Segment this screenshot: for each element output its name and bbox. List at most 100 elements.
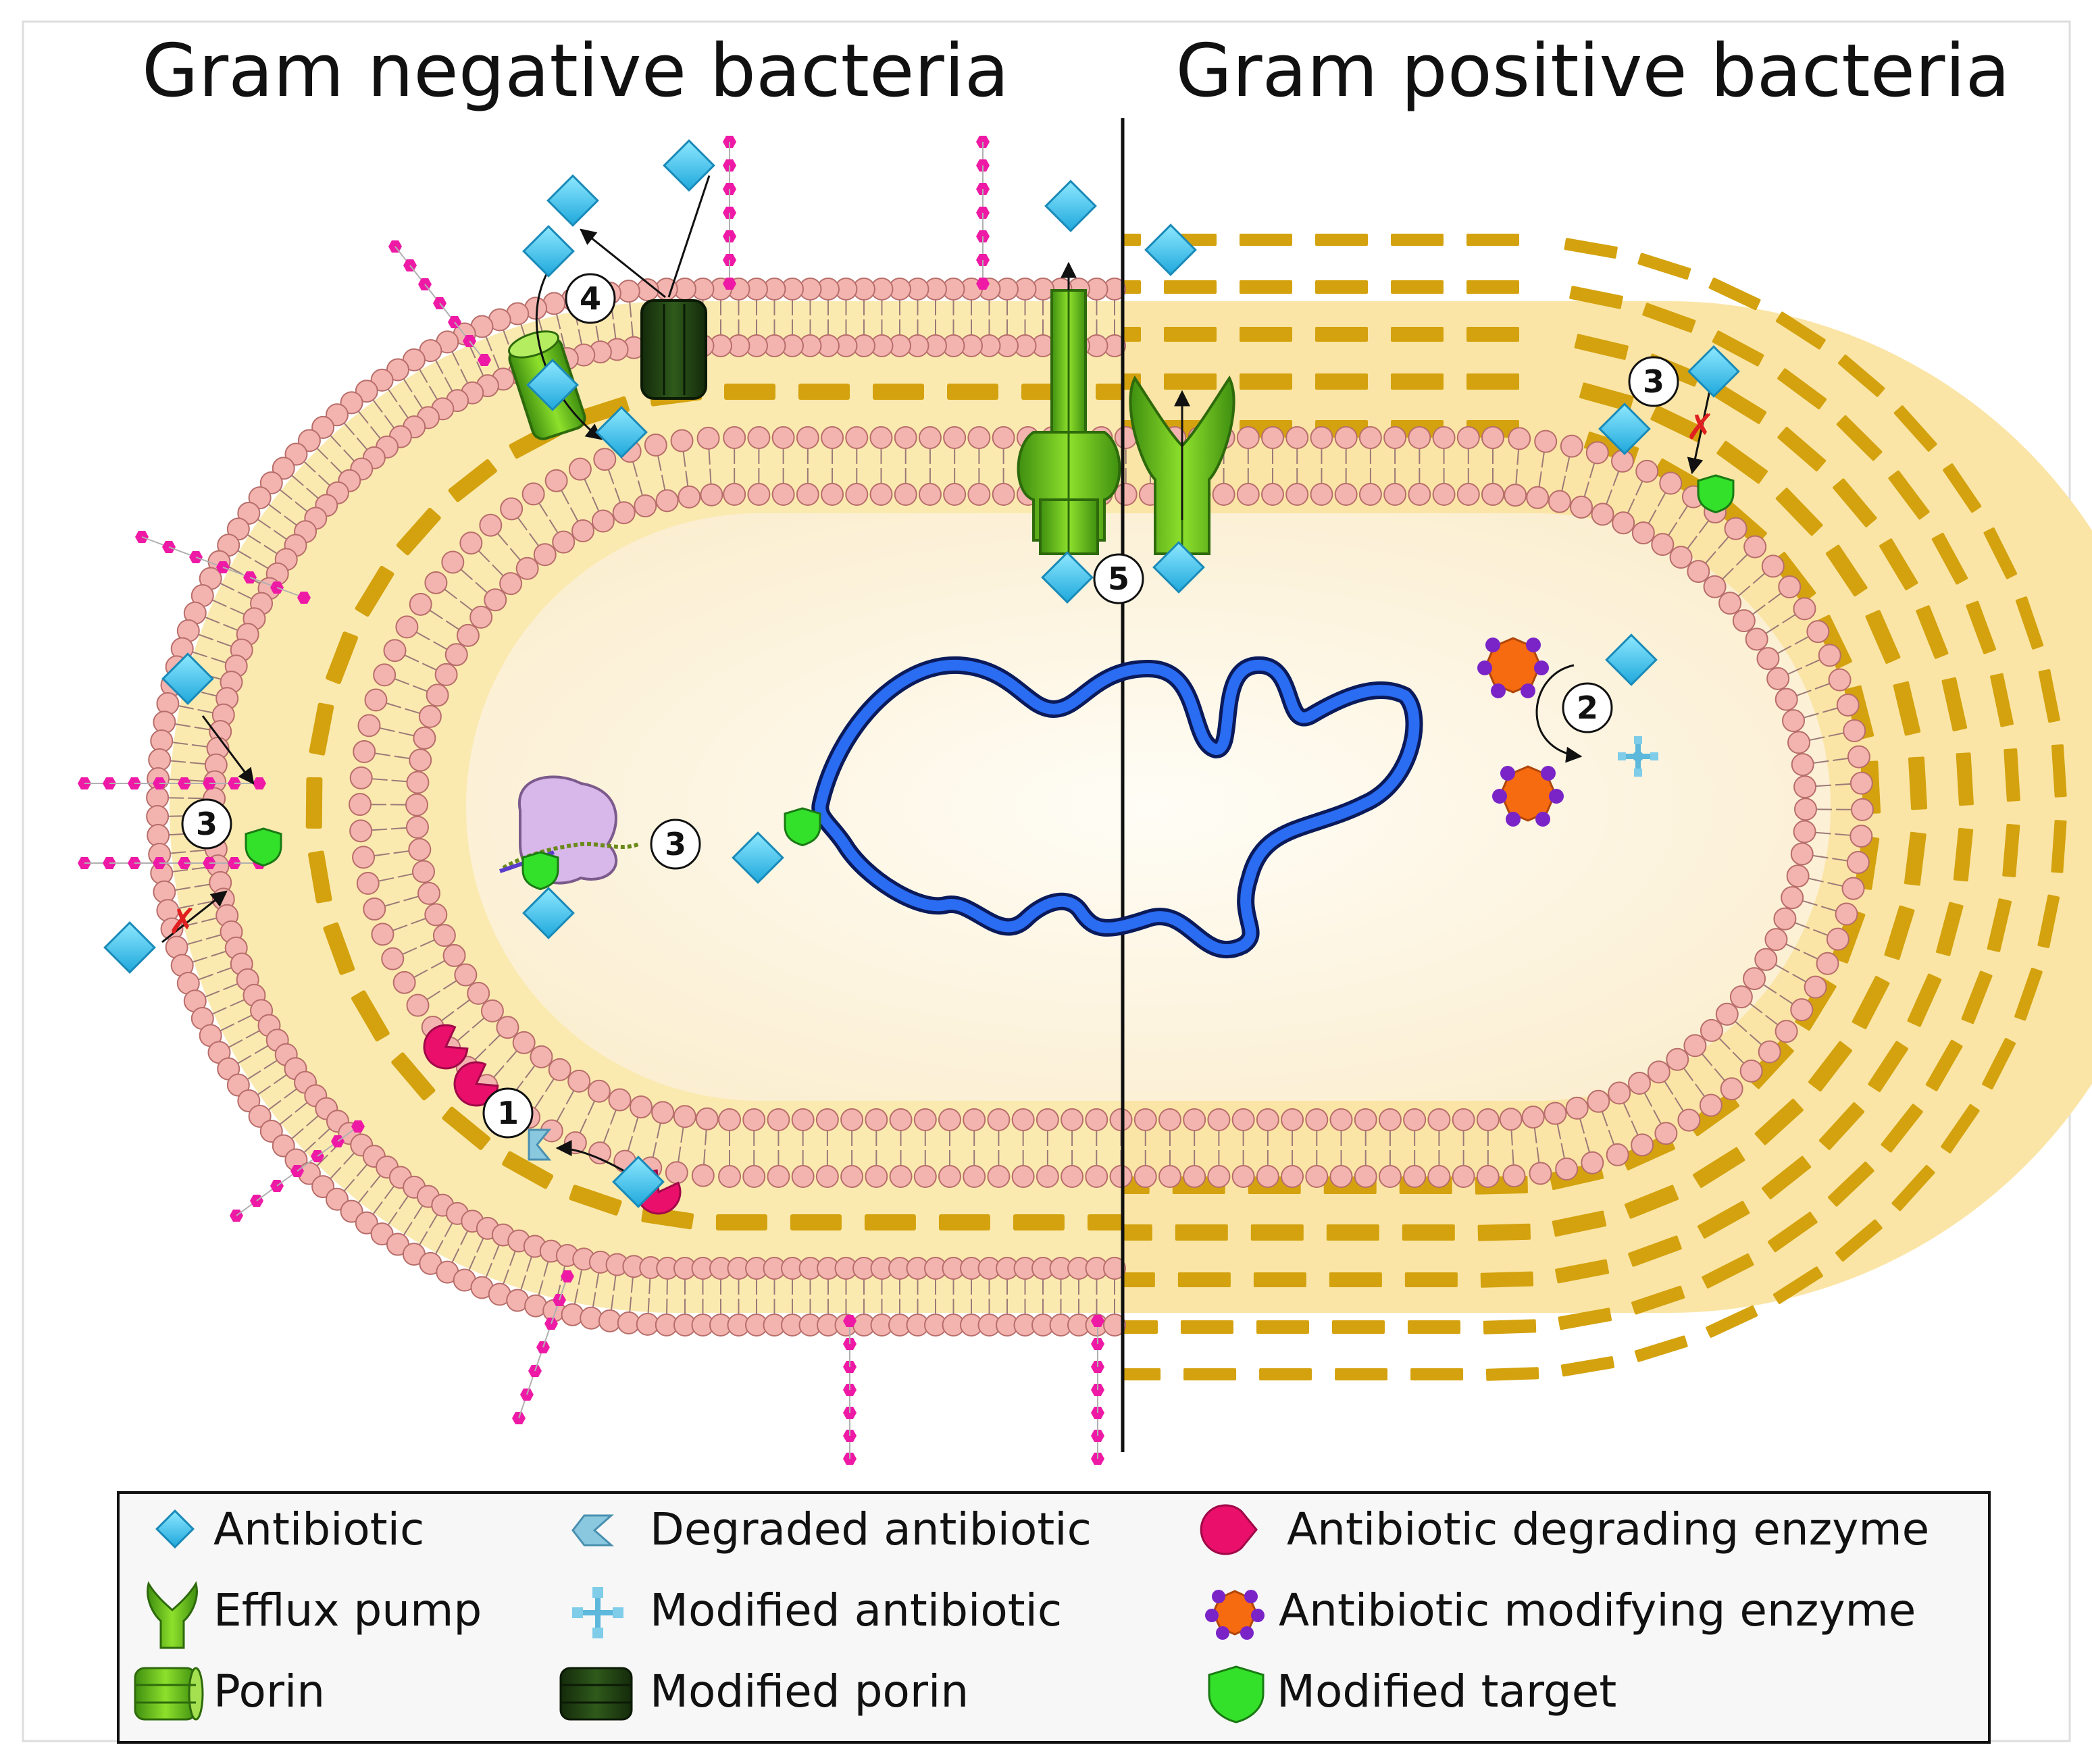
lipid-head	[1581, 1151, 1604, 1174]
lipid-head	[1560, 434, 1583, 458]
lipid-head	[918, 426, 942, 449]
lipid-head	[943, 426, 967, 449]
lipid-head	[629, 1095, 653, 1119]
legend-label-porin: Porin	[213, 1665, 325, 1717]
peptidoglycan-segment	[1716, 440, 1768, 484]
lipid-head	[1534, 430, 1558, 453]
lipid-tail	[1752, 604, 1766, 615]
peptidoglycan-segment	[1240, 280, 1292, 294]
lipid-tail	[1560, 1143, 1565, 1159]
lipid-tail	[369, 1174, 381, 1189]
lipid-head	[413, 726, 436, 750]
blocked-cross-left: ✗	[168, 902, 197, 942]
peptidoglycan-segment	[1837, 354, 1885, 397]
lipid-tail	[188, 779, 205, 782]
lipid-head	[1521, 1106, 1545, 1129]
title-gram-negative: Gram negative bacteria	[142, 29, 1009, 113]
lipid-head	[840, 1165, 864, 1188]
lipid-head	[1843, 719, 1866, 743]
lipid-head	[1408, 483, 1431, 506]
peptidoglycan-segment	[1477, 1223, 1531, 1241]
peptidoglycan-segment	[1391, 280, 1444, 294]
lipid-head	[484, 588, 507, 612]
mechanism-label-5: 5	[1093, 553, 1144, 604]
legend-item-modified-porin: Modified porin	[559, 1665, 969, 1721]
legend-label-modified-target: Modified target	[1277, 1665, 1616, 1717]
peptidoglycan-segment	[1485, 1367, 1539, 1381]
lipid-tail	[1808, 877, 1824, 883]
lipid-head	[1103, 1314, 1126, 1337]
lipid-tail	[404, 654, 419, 663]
lipid-tail	[1683, 1068, 1694, 1081]
lipid-tail	[474, 1048, 487, 1060]
lipid-tail	[198, 973, 213, 981]
antibiotic	[161, 652, 214, 705]
lipid-head	[1403, 1165, 1427, 1188]
mechanism-label-2: 2	[1562, 682, 1613, 733]
lipid-tail	[1589, 463, 1596, 479]
lipid-head	[1659, 471, 1683, 495]
lipid-tail	[451, 1248, 460, 1263]
lipid-head	[655, 489, 679, 513]
lipid-tail	[387, 388, 398, 403]
lipid-head	[237, 501, 261, 525]
mechanism-label-3-outer: 3	[181, 798, 232, 850]
lipid-tail	[652, 1142, 657, 1158]
lipid-tail	[1835, 833, 1851, 836]
lipid-tail	[384, 901, 401, 907]
lipid-tail	[394, 678, 409, 685]
legend-item-modified-target: Modified target	[1208, 1665, 1616, 1723]
lipid-tail	[1678, 505, 1689, 519]
lipid-tail	[357, 411, 369, 424]
peptidoglycan-segment	[1818, 1102, 1865, 1150]
antibiotic	[732, 831, 784, 884]
enzyme-body	[1500, 765, 1556, 822]
peptidoglycan-segment	[1124, 1272, 1155, 1287]
lipid-tail	[422, 663, 437, 671]
lipid-tail	[1565, 457, 1571, 472]
lipid-tail	[237, 1014, 253, 1023]
lipid-head	[1334, 426, 1358, 449]
lipid-head	[1103, 1257, 1126, 1280]
lipid-tail	[1794, 635, 1809, 645]
lipid-head	[411, 860, 435, 883]
lipid-tail	[657, 455, 662, 471]
lipid-tail	[303, 1141, 316, 1153]
lipid-tail	[435, 1240, 444, 1255]
lipid-tail	[1674, 1097, 1684, 1112]
peptidoglycan-segment	[1891, 1164, 1935, 1212]
peptidoglycan-segment	[326, 631, 359, 684]
lipid-head	[869, 483, 893, 506]
lipid-tail	[630, 1277, 634, 1293]
lipid-head	[1745, 627, 1768, 651]
enzyme-group	[1534, 660, 1549, 675]
legend-label-modified-antibiotic: Modified antibiotic	[650, 1584, 1062, 1636]
modifying-enzyme-icon	[1205, 1590, 1265, 1640]
lipid-head	[1700, 1018, 1723, 1042]
lipid-tail	[457, 999, 470, 1010]
lipid-tail	[379, 727, 395, 732]
lipid-tail	[1768, 592, 1782, 604]
lipid-head	[442, 943, 466, 967]
antibiotic	[522, 887, 575, 939]
peptidoglycan-segment	[1925, 1039, 1963, 1091]
lipid-tail	[245, 1030, 260, 1039]
antibiotics	[103, 139, 1740, 1208]
lipid-head	[409, 592, 432, 616]
lipid-tail	[295, 1101, 308, 1113]
lipid-head	[1666, 1047, 1689, 1071]
lipid-head	[670, 429, 694, 452]
lipid-head	[408, 837, 432, 861]
lipid-head	[1781, 886, 1804, 910]
peptidoglycan-segment	[308, 850, 332, 904]
lipopolysaccharide-chains	[78, 136, 1104, 1465]
lipid-tail	[374, 853, 390, 857]
lipid-head	[1787, 731, 1811, 754]
lipid-tail	[556, 1107, 565, 1122]
lipid-head	[370, 1222, 394, 1246]
peptidoglycan-segment	[1836, 415, 1883, 461]
svg-text:3: 3	[196, 806, 218, 842]
peptidoglycan-segment	[1888, 470, 1930, 520]
lipid-tail	[316, 447, 329, 460]
lipid-head	[894, 426, 917, 449]
